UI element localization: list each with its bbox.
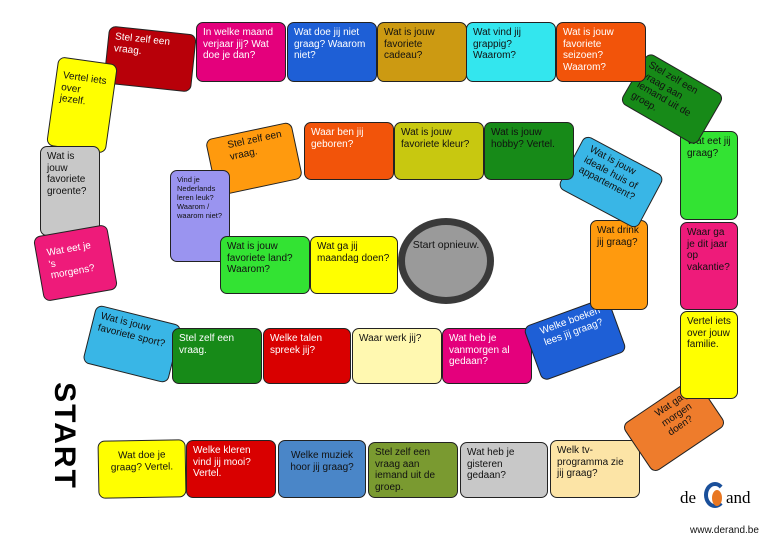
board-tile[interactable]: Wat eet jij graag? — [680, 131, 738, 220]
board-tile[interactable]: Wat heb je vanmorgen al gedaan? — [442, 328, 532, 384]
board-tile[interactable]: Wat is jouw favoriete sport? — [82, 304, 182, 384]
board-tile[interactable]: Wat is jouw favoriete cadeau? — [377, 22, 467, 82]
board-tile[interactable]: Wat doe jij niet graag? Waarom niet? — [287, 22, 377, 82]
board-tile[interactable]: Wat is jouw favoriete seizoen? Waarom? — [556, 22, 646, 82]
board-tile[interactable]: In welke maand verjaar jij? Wat doe je d… — [196, 22, 286, 82]
board-tile[interactable]: Wat is jouw favoriete kleur? — [394, 122, 484, 180]
board-tile[interactable]: Wat doe je graag? Vertel. — [97, 439, 187, 499]
board-tile[interactable]: Stel zelf een vraag. — [103, 25, 197, 93]
board-tile[interactable]: Welk tv-programma zie jij graag? — [550, 440, 640, 498]
board-tile[interactable]: Waar werk jij? — [352, 328, 442, 384]
restart-circle[interactable]: Start opnieuw. — [398, 218, 494, 304]
board-tile[interactable]: Vind je Nederlands leren leuk? Waarom / … — [170, 170, 230, 262]
start-label: START — [48, 382, 81, 490]
board-tile[interactable]: Welke kleren vind jij mooi? Vertel. — [186, 440, 276, 498]
board-tile[interactable]: Vertel iets over jezelf. — [46, 56, 118, 154]
board-tile[interactable]: Welke talen spreek jij? — [263, 328, 351, 384]
board-tile[interactable]: Wat drink jij graag? — [590, 220, 648, 310]
board-tile[interactable]: Vertel iets over jouw familie. — [680, 311, 738, 399]
board-tile[interactable]: Wat is jouw hobby? Vertel. — [484, 122, 574, 180]
board-tile[interactable]: Wat is jouw favoriete groente? — [40, 146, 100, 236]
board-tile[interactable]: Wat heb je gisteren gedaan? — [460, 442, 548, 498]
logo-dot-icon — [712, 490, 722, 506]
logo-swirl-icon — [704, 482, 726, 508]
board-tile[interactable]: Waar ben jij geboren? — [304, 122, 394, 180]
logo: de and — [680, 482, 762, 512]
board-tile[interactable]: Stel zelf een vraag aan iemand uit de gr… — [368, 442, 458, 498]
board-tile[interactable]: Wat ga jij maandag doen? — [310, 236, 398, 294]
website-url[interactable]: www.derand.be — [690, 525, 759, 536]
board-tile[interactable]: Wat is jouw favoriete land? Waarom? — [220, 236, 310, 294]
board-tile[interactable]: Waar ga je dit jaar op vakantie? — [680, 222, 738, 310]
board-tile[interactable]: Stel zelf een vraag. — [172, 328, 262, 384]
board-tile[interactable]: Wat vind jij grappig? Waarom? — [466, 22, 556, 82]
board-tile[interactable]: Wat eet je 's morgens? — [32, 223, 119, 303]
restart-label: Start opnieuw. — [405, 225, 487, 297]
board-tile[interactable]: Welke muziek hoor jij graag? — [278, 440, 366, 498]
